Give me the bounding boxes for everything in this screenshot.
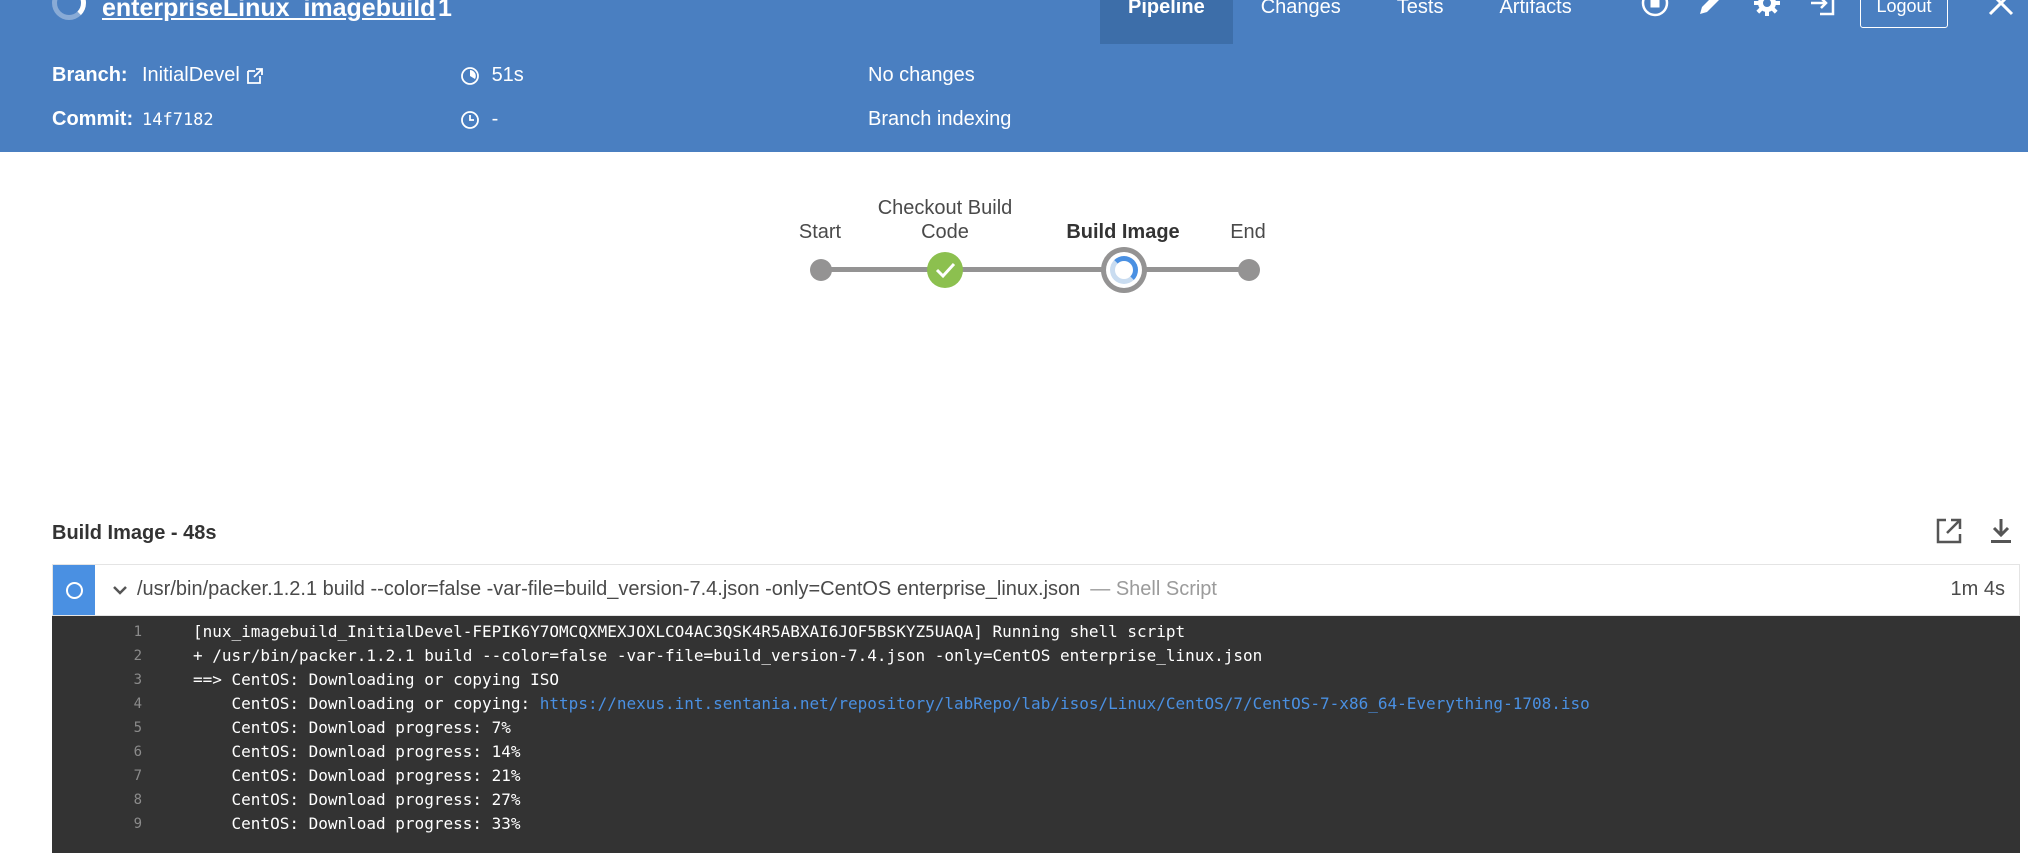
log-line-number: 1: [133, 624, 142, 640]
open-in-new-icon[interactable]: [1934, 516, 1964, 546]
step-type: — Shell Script: [1090, 578, 1217, 600]
stage-node-checkout[interactable]: [927, 252, 963, 288]
log-line-number: 5: [133, 720, 142, 736]
log-line: 2 + /usr/bin/packer.1.2.1 build --color=f…: [52, 644, 2020, 668]
step-command: /usr/bin/packer.1.2.1 build --color=fals…: [137, 578, 1217, 601]
log-line-text: CentOS: Download progress: 27%: [193, 790, 521, 809]
log-line: 8 CentOS: Download progress: 27%: [52, 788, 2020, 812]
run-tabs: Pipeline Changes Tests Artifacts: [1100, 0, 1600, 44]
branch-label: Branch:: [52, 64, 128, 86]
tab-pipeline[interactable]: Pipeline: [1100, 0, 1233, 44]
log-line: 1 [nux_imagebuild_InitialDevel-FEPIK6Y7OM…: [52, 620, 2020, 644]
gear-icon[interactable]: [1752, 0, 1782, 18]
stage-node-build-image[interactable]: [1101, 247, 1147, 293]
top-bar: enterpriseLinux_imagebuild 1 Pipeline Ch…: [0, 0, 2028, 44]
log-line-text-with-link: CentOS: Downloading or copying: https://…: [193, 692, 1590, 716]
log-line-text: ==> CentOS: Downloading or copying ISO: [193, 670, 560, 689]
log-line-text: CentOS: Download progress: 33%: [193, 814, 521, 833]
commit-value: 14f7182: [142, 110, 214, 130]
stage-label-checkout[interactable]: Checkout Build Code: [877, 197, 1013, 243]
close-icon[interactable]: [1986, 0, 2016, 18]
pipeline-graph: Start Checkout Build Code Build Image En…: [0, 152, 2028, 352]
step-command-text: /usr/bin/packer.1.2.1 build --color=fals…: [137, 578, 1081, 600]
run-header: enterpriseLinux_imagebuild 1 Pipeline Ch…: [0, 0, 2028, 152]
stage-node-end: [1238, 259, 1260, 281]
cause-text: Branch indexing: [868, 108, 1012, 130]
log-line-number: 4: [133, 696, 142, 712]
tab-artifacts[interactable]: Artifacts: [1471, 0, 1599, 44]
branch-value[interactable]: InitialDevel: [142, 64, 240, 86]
stage-label-build-image[interactable]: Build Image: [1066, 221, 1180, 243]
tab-tests[interactable]: Tests: [1369, 0, 1472, 44]
log-line-text: CentOS: Download progress: 14%: [193, 742, 521, 761]
log-line-number: 8: [133, 792, 142, 808]
duration-value: 51s: [491, 64, 524, 86]
log-line-text: + /usr/bin/packer.1.2.1 build --color=fa…: [193, 646, 1263, 665]
run-number: 1: [438, 0, 452, 22]
commit-row: Commit:: [52, 108, 133, 131]
external-link-icon[interactable]: [245, 66, 265, 86]
chevron-down-icon[interactable]: [109, 579, 131, 601]
checkmark-icon: [935, 262, 956, 279]
step-panel-title: Build Image - 48s: [52, 522, 217, 544]
log-line-number: 6: [133, 744, 142, 760]
clock-icon: [460, 110, 480, 130]
step-status-running: [53, 565, 95, 615]
tab-artifacts-label: Artifacts: [1499, 0, 1572, 18]
log-line: 5 CentOS: Download progress: 7%: [52, 716, 2020, 740]
exit-icon[interactable]: [1808, 0, 1838, 18]
iso-download-link[interactable]: https://nexus.int.sentania.net/repositor…: [539, 694, 1590, 713]
log-line-number: 9: [133, 816, 142, 832]
log-line-text: CentOS: Download progress: 21%: [193, 766, 521, 785]
started-value: -: [491, 108, 499, 130]
stage-node-start: [810, 259, 832, 281]
logout-button[interactable]: Logout: [1860, 0, 1948, 28]
log-line: 6 CentOS: Download progress: 14%: [52, 740, 2020, 764]
stage-label-start: Start: [798, 221, 842, 243]
log-line-text: [nux_imagebuild_InitialDevel-FEPIK6Y7OMC…: [193, 622, 1186, 641]
log-line: 3 ==> CentOS: Downloading or copying ISO: [52, 668, 2020, 692]
pipeline-track: [820, 267, 1248, 272]
job-name-link[interactable]: enterpriseLinux_imagebuild: [102, 0, 436, 22]
log-line-number: 2: [133, 648, 142, 664]
started-row: -: [460, 108, 498, 131]
step-duration: 1m 4s: [1950, 578, 2005, 600]
step-row-shell-script[interactable]: /usr/bin/packer.1.2.1 build --color=fals…: [52, 564, 2020, 616]
download-icon[interactable]: [1986, 516, 2016, 546]
branch-value-row[interactable]: InitialDevel: [142, 64, 265, 87]
duration-icon: [460, 66, 480, 86]
running-spinner-icon: [1110, 256, 1138, 284]
stage-label-end: End: [1230, 221, 1266, 243]
log-line: 4 CentOS: Downloading or copying: https:…: [52, 692, 2020, 716]
tab-pipeline-label: Pipeline: [1128, 0, 1205, 18]
log-line-text: CentOS: Downloading or copying:: [193, 694, 540, 713]
log-line-text: CentOS: Download progress: 7%: [193, 718, 511, 737]
log-line: 7 CentOS: Download progress: 21%: [52, 764, 2020, 788]
duration-row: 51s: [460, 64, 524, 87]
log-line-number: 3: [133, 672, 142, 688]
edit-icon[interactable]: [1696, 0, 1726, 18]
tab-changes[interactable]: Changes: [1233, 0, 1369, 44]
log-line: 9 CentOS: Download progress: 33%: [52, 812, 2020, 836]
log-line-number: 7: [133, 768, 142, 784]
console-log[interactable]: 1 [nux_imagebuild_InitialDevel-FEPIK6Y7OM…: [52, 616, 2020, 853]
stop-icon[interactable]: [1640, 0, 1670, 18]
branch-row: Branch:: [52, 64, 128, 87]
running-status-icon: [52, 0, 86, 20]
tab-tests-label: Tests: [1396, 0, 1444, 18]
changes-text: No changes: [868, 64, 975, 86]
commit-label: Commit:: [52, 108, 134, 130]
tab-changes-label: Changes: [1260, 0, 1341, 18]
running-circle-icon: [66, 582, 83, 599]
